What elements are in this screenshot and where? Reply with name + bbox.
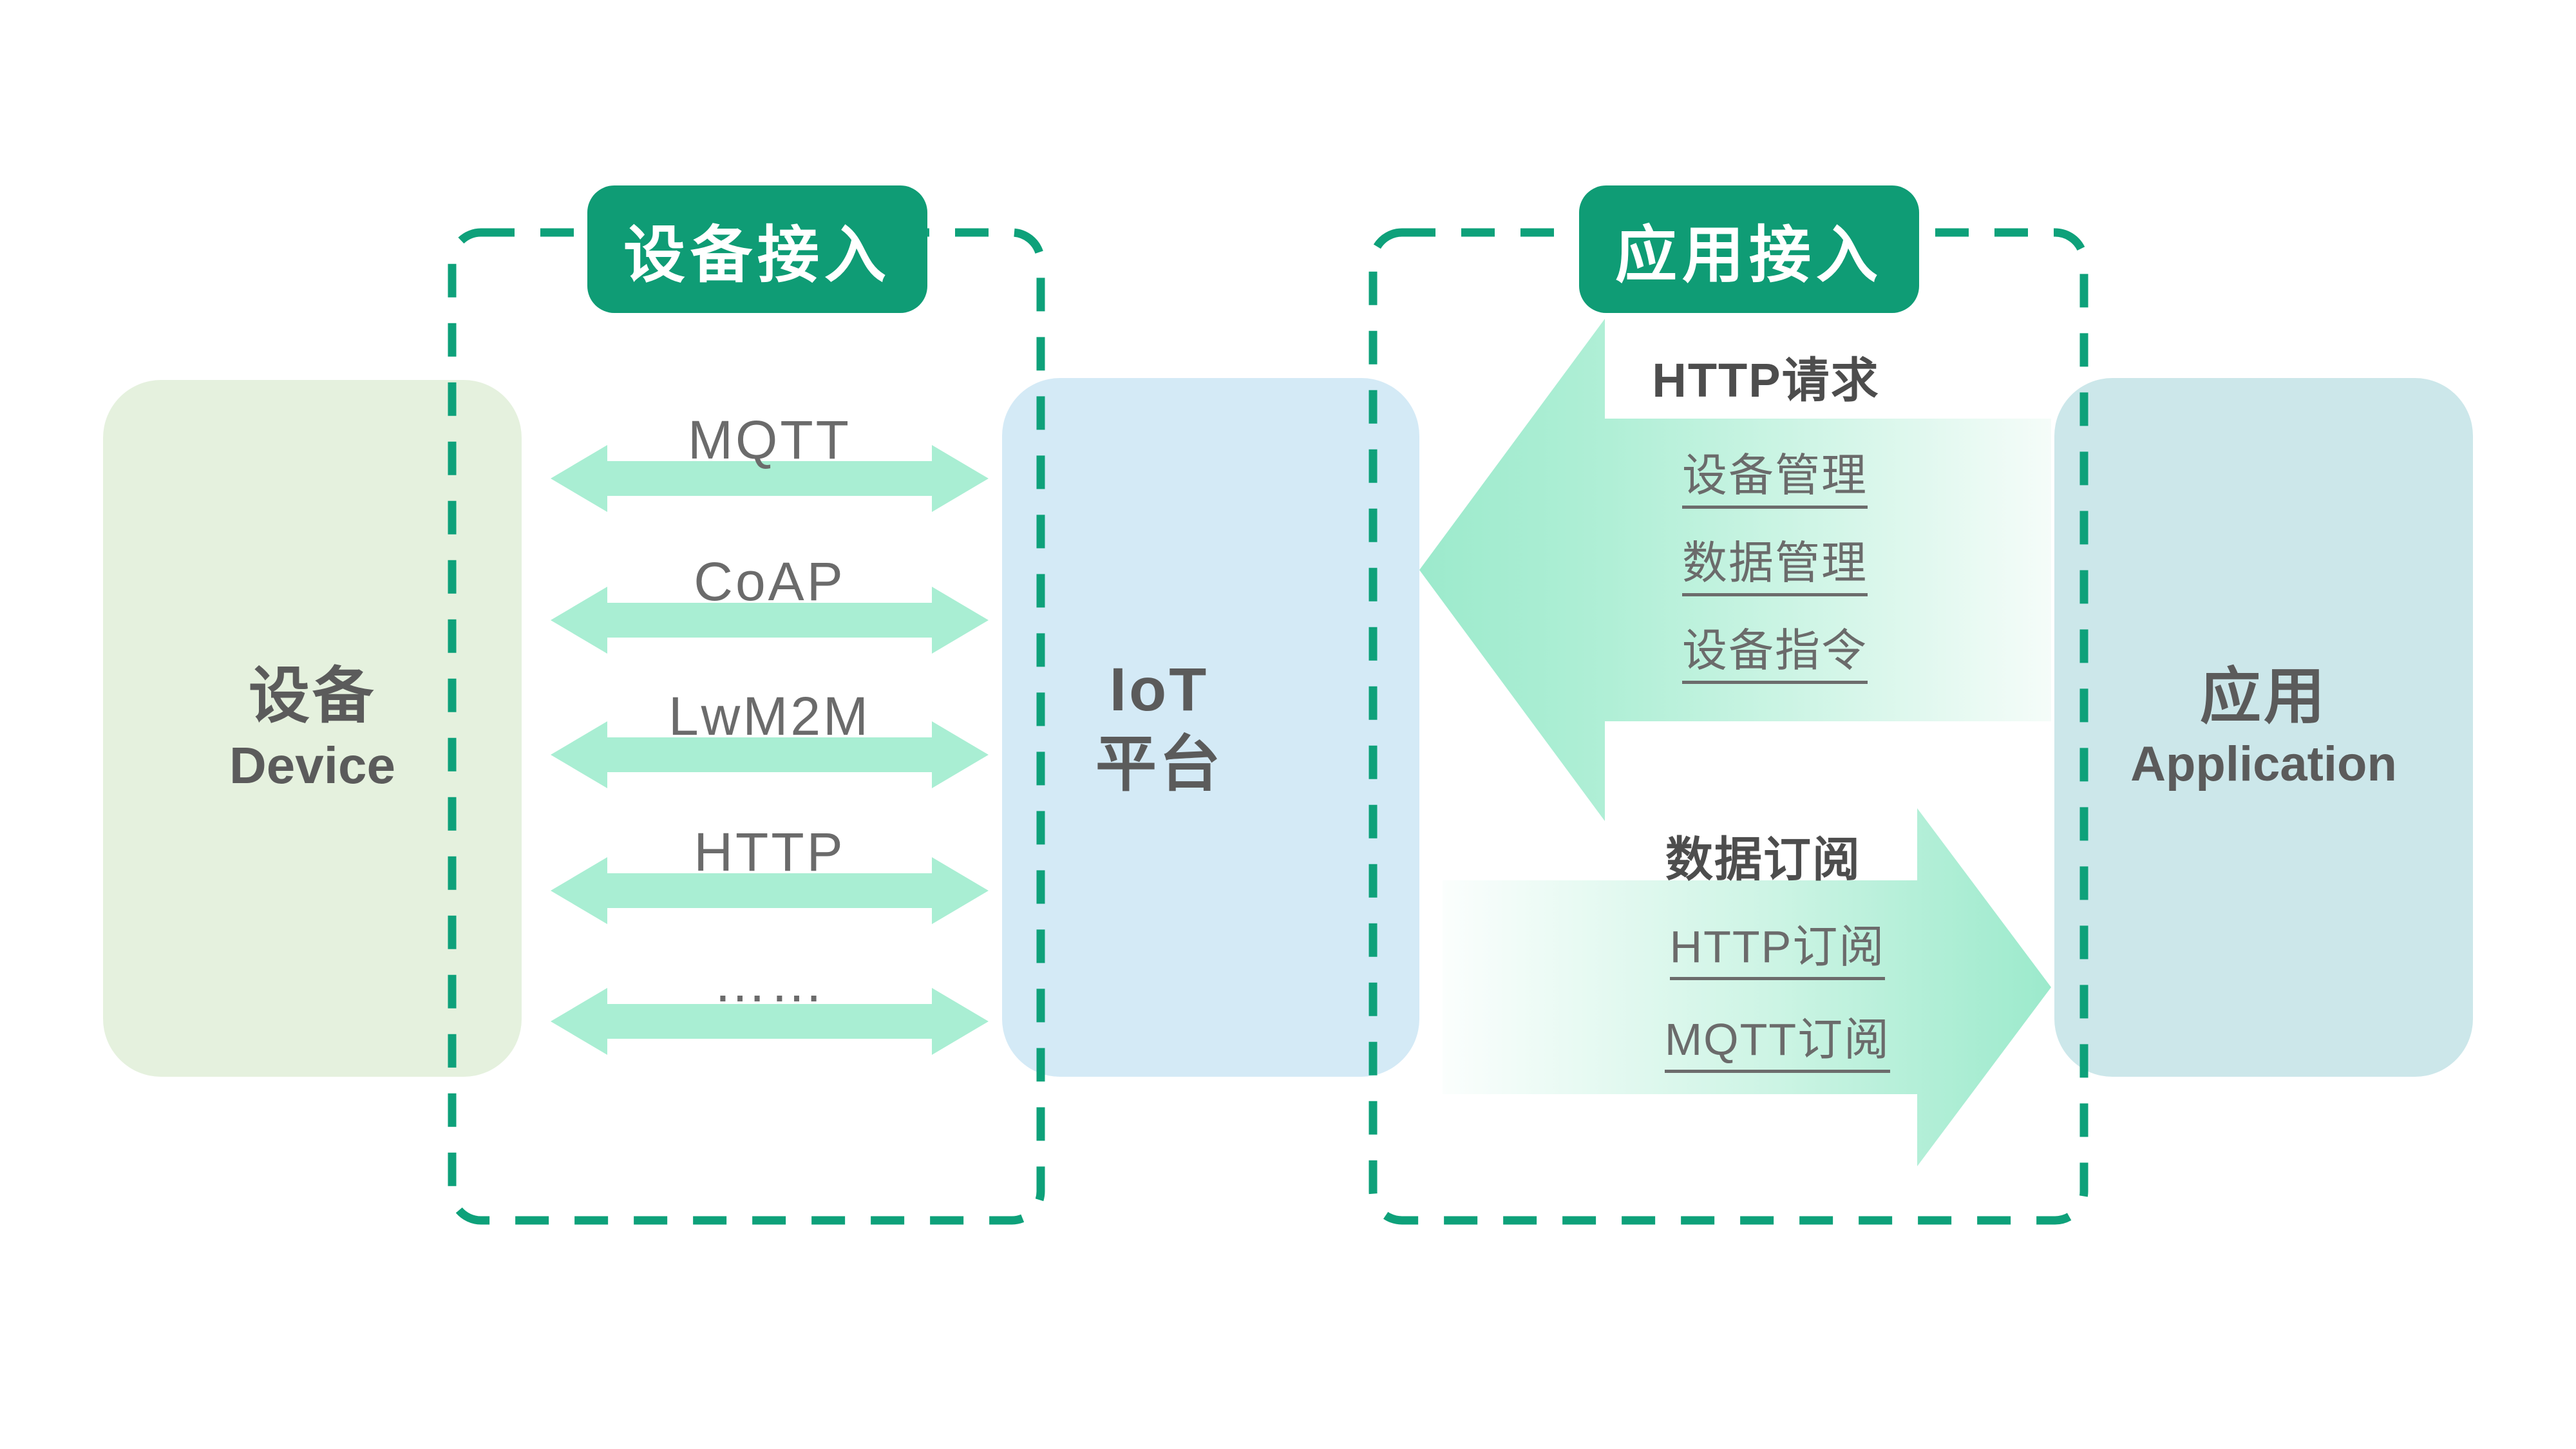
protocol-label-mqtt: MQTT bbox=[688, 410, 851, 470]
link-http-subscribe[interactable]: HTTP订阅 bbox=[1552, 922, 2003, 980]
app-box-title: 应用 bbox=[2199, 663, 2327, 732]
link-mqtt-subscribe[interactable]: MQTT订阅 bbox=[1552, 1015, 2003, 1073]
iot-box-line1: IoT bbox=[1109, 655, 1209, 724]
app-box-subtitle: Application bbox=[2130, 737, 2397, 792]
protocol-label-lwm2m: LwM2M bbox=[668, 686, 871, 746]
protocol-label-coap: CoAP bbox=[694, 551, 846, 612]
protocol-label-http: HTTP bbox=[694, 822, 846, 882]
link-data-management[interactable]: 数据管理 bbox=[1549, 538, 2000, 596]
device-access-badge: 设备接入 bbox=[587, 185, 927, 313]
http-request-label: HTTP请求 bbox=[1652, 354, 1880, 407]
device-box-title: 设备 bbox=[248, 662, 376, 731]
protocol-label-more: …… bbox=[713, 952, 826, 1013]
application-box: 应用 Application bbox=[2054, 378, 2473, 1077]
link-device-command[interactable]: 设备指令 bbox=[1549, 626, 2000, 684]
device-box: 设备 Device bbox=[103, 380, 522, 1077]
device-box-subtitle: Device bbox=[229, 737, 395, 795]
app-access-badge: 应用接入 bbox=[1579, 185, 1919, 313]
iot-platform-box: IoT 平台 bbox=[1002, 378, 1419, 1077]
data-subscribe-label: 数据订阅 bbox=[1665, 833, 1861, 886]
link-device-management[interactable]: 设备管理 bbox=[1549, 451, 2000, 509]
iot-box-line2: 平台 bbox=[1095, 730, 1223, 799]
